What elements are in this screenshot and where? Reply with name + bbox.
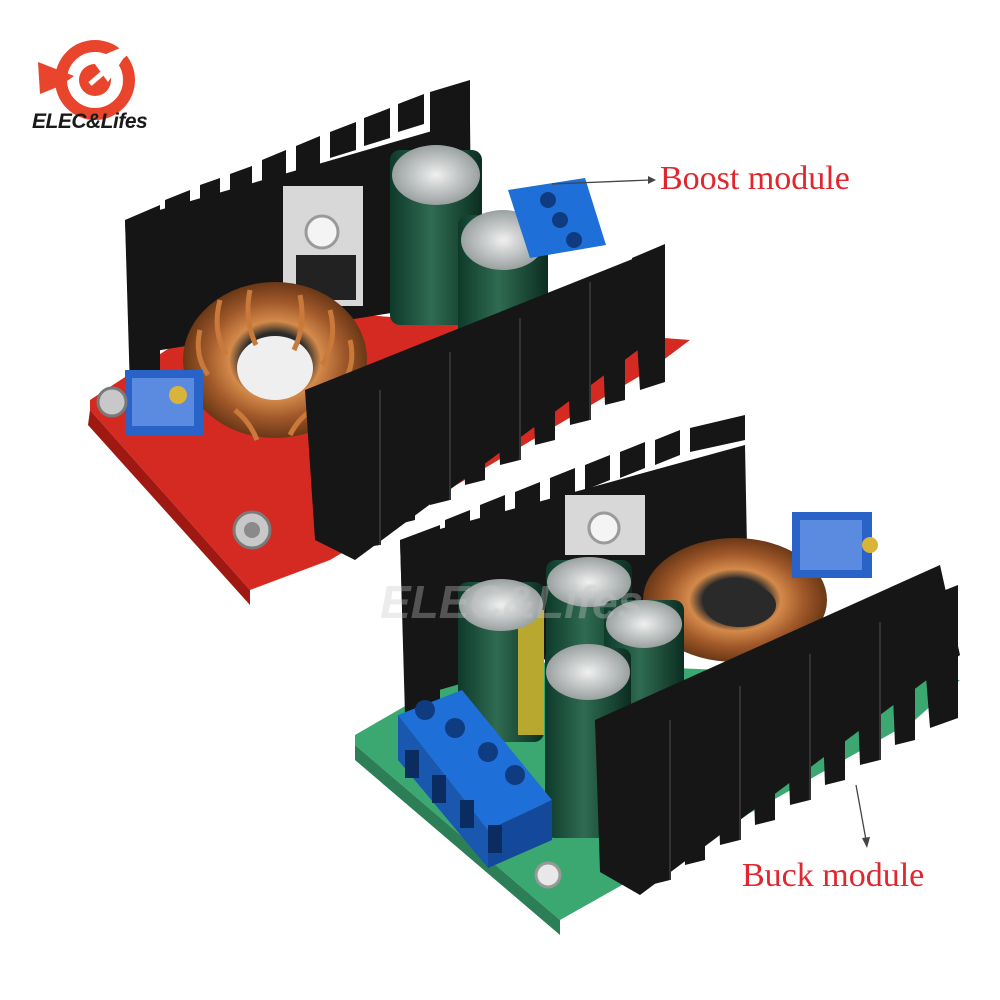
boost-module-label: Boost module bbox=[660, 160, 850, 197]
buck-arrow bbox=[855, 784, 870, 848]
buck-front-heatsink bbox=[595, 565, 960, 895]
buck-module bbox=[355, 415, 960, 935]
buck-module-label: Buck module bbox=[742, 857, 925, 894]
boost-front-heatsink bbox=[305, 244, 665, 560]
boost-arrow bbox=[551, 176, 656, 185]
watermark: ELEC&Lifes bbox=[380, 576, 644, 628]
boost-module bbox=[88, 80, 690, 605]
brand-logo-icon bbox=[38, 40, 136, 120]
brand-logo-text: ELEC&Lifes bbox=[32, 110, 148, 133]
